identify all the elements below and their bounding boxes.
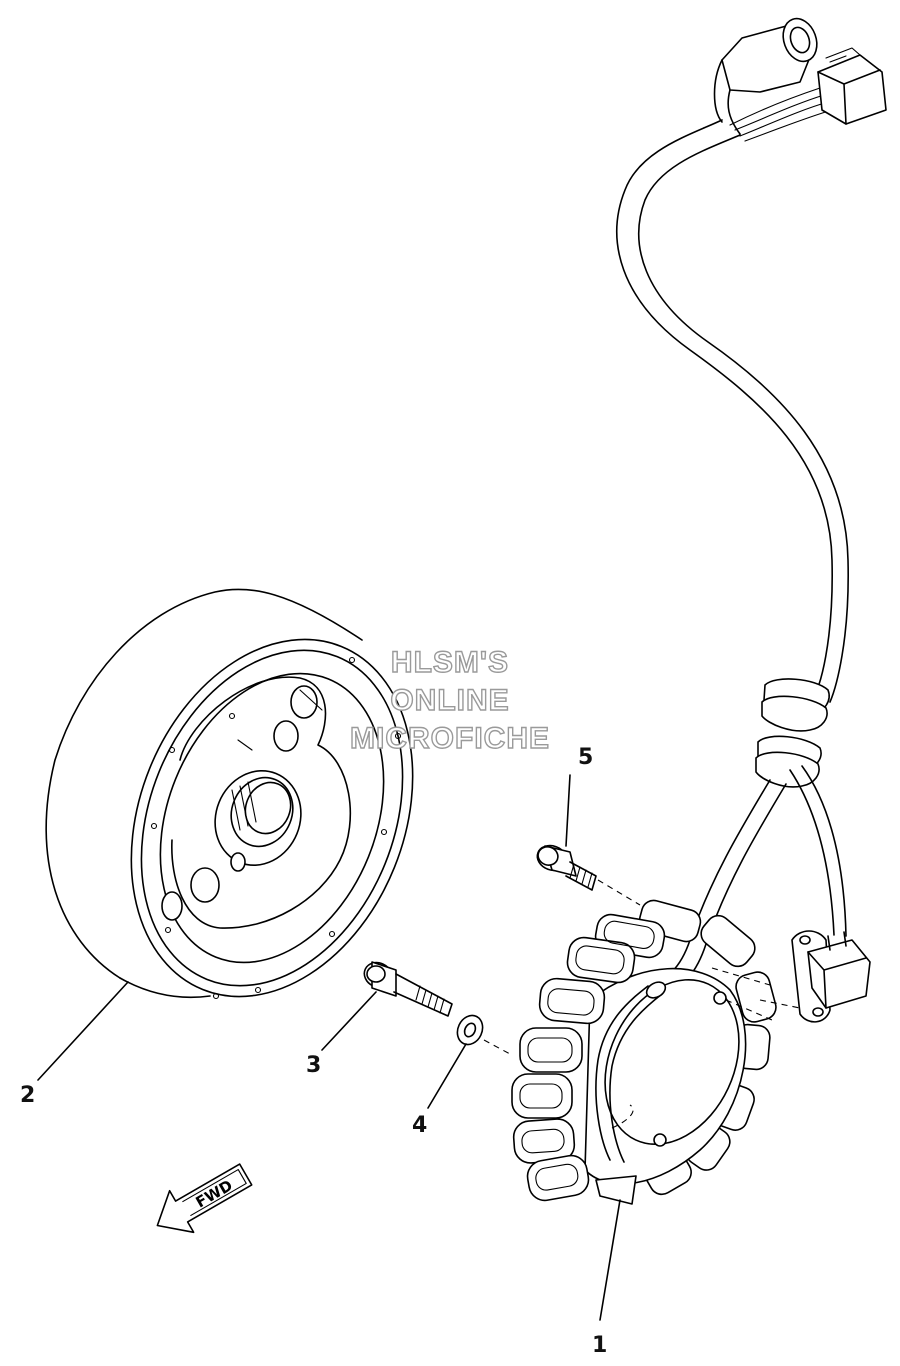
callout-2: 2 [20, 1083, 35, 1108]
rotor-bolt [363, 961, 453, 1017]
washer [456, 1014, 511, 1055]
watermark-line-2: ONLINE [390, 684, 509, 717]
stator-screw [536, 844, 641, 906]
pickup-sensor [791, 930, 871, 1023]
watermark: HLSM'S ONLINE MICROFICHE [349, 645, 550, 755]
watermark-line-3: MICROFICHE [350, 722, 550, 755]
callout-1: 1 [592, 1333, 607, 1358]
wire-harness [616, 17, 887, 996]
callout-5: 5 [578, 745, 593, 770]
flywheel-rotor [45, 588, 414, 1000]
watermark-line-1: HLSM'S [391, 646, 509, 679]
stator-assembly [511, 899, 801, 1205]
callout-4: 4 [412, 1113, 427, 1138]
fwd-arrow-icon: FWD [156, 1163, 253, 1234]
cable-ring [755, 678, 830, 788]
callout-3: 3 [306, 1053, 321, 1078]
leader-lines [37, 774, 621, 1321]
